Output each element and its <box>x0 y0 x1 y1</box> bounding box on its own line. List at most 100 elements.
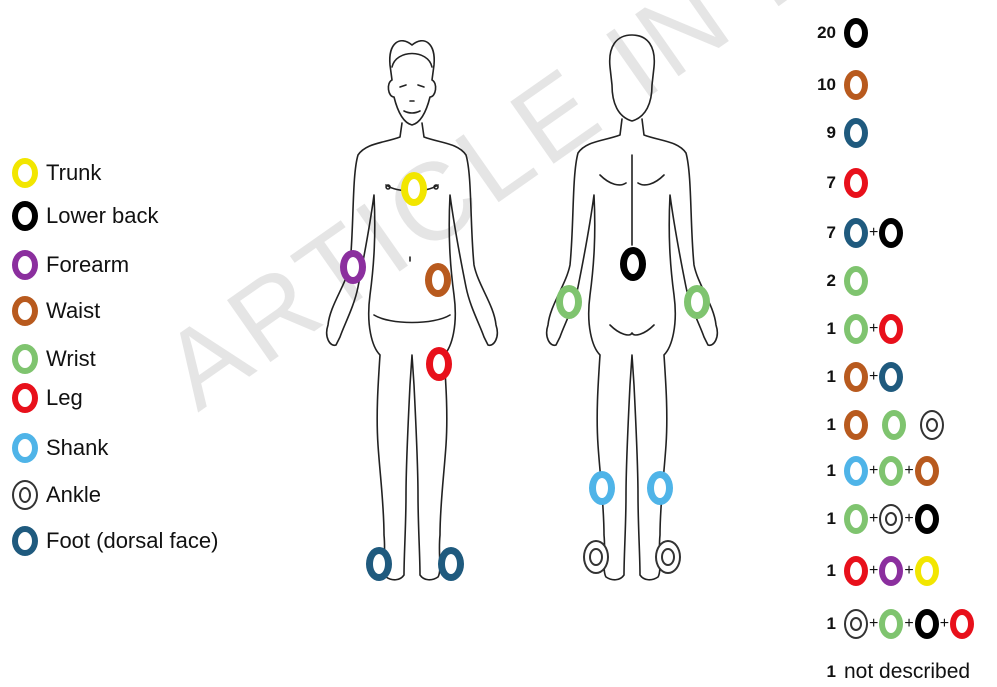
legend-label: Wrist <box>46 346 96 372</box>
ankle-sensor-marker <box>655 540 681 574</box>
wrist-ring-icon <box>844 504 868 534</box>
count-row: 1+++ <box>800 609 974 639</box>
leg-ring-icon <box>844 556 868 586</box>
legend-label: Forearm <box>46 252 129 278</box>
count-row: 2 <box>800 266 868 296</box>
foot-sensor-marker <box>438 547 464 581</box>
wrist-ring-icon <box>879 456 903 486</box>
plus-sign: + <box>904 462 913 480</box>
forearm-ring-icon <box>879 556 903 586</box>
ankle-sensor-marker <box>583 540 609 574</box>
plus-sign: + <box>869 462 878 480</box>
plus-sign: + <box>940 615 949 633</box>
waist-ring-icon <box>844 362 868 392</box>
ring-icon <box>12 383 38 413</box>
shank-ring-icon <box>844 456 868 486</box>
not-described-label: not described <box>844 660 970 684</box>
leg-ring-icon <box>844 168 868 198</box>
count-value: 1 <box>800 509 836 529</box>
ring-icon <box>12 158 38 188</box>
plus-sign: + <box>869 562 878 580</box>
ring-icon <box>12 250 38 280</box>
count-value: 20 <box>800 23 836 43</box>
count-row: 7+ <box>800 218 903 248</box>
legend-label: Lower back <box>46 203 159 229</box>
ankle-ring-icon <box>920 410 944 440</box>
count-value: 1 <box>800 461 836 481</box>
foot-ring-icon <box>844 118 868 148</box>
waist-ring-icon <box>844 70 868 100</box>
legend-item-trunk: Trunk <box>12 158 101 188</box>
ring-icon <box>12 526 38 556</box>
count-row: 20 <box>800 18 868 48</box>
legend-label: Trunk <box>46 160 101 186</box>
ring-icon <box>12 433 38 463</box>
count-value: 1 <box>800 561 836 581</box>
plus-sign: + <box>904 615 913 633</box>
plus-sign: + <box>869 224 878 242</box>
lower-back-ring-icon <box>915 609 939 639</box>
legend-label: Ankle <box>46 482 101 508</box>
legend-item-ankle: Ankle <box>12 480 101 510</box>
plus-sign: + <box>869 368 878 386</box>
plus-sign: + <box>869 320 878 338</box>
ring-icon <box>12 296 38 326</box>
count-row: 1 + + <box>800 504 939 534</box>
body-outline-figures <box>300 25 760 625</box>
legend-item-waist: Waist <box>12 296 100 326</box>
plus-sign: + <box>904 510 913 528</box>
legend-label: Shank <box>46 435 108 461</box>
shank-sensor-marker <box>647 471 673 505</box>
wrist-ring-icon <box>844 314 868 344</box>
count-value: 10 <box>800 75 836 95</box>
wrist-sensor-marker <box>684 285 710 319</box>
count-value: 1 <box>800 415 836 435</box>
foot-ring-icon <box>879 362 903 392</box>
count-row: 1 + + <box>800 556 939 586</box>
count-value: 1 <box>800 319 836 339</box>
count-row: 10 <box>800 70 868 100</box>
legend-label: Leg <box>46 385 83 411</box>
count-value: 9 <box>800 123 836 143</box>
body-figures <box>300 25 760 625</box>
front-body-figure <box>327 41 498 580</box>
legend-item-shank: Shank <box>12 433 108 463</box>
lower-back-ring-icon <box>879 218 903 248</box>
shank-sensor-marker <box>589 471 615 505</box>
lower-back-ring-icon <box>844 18 868 48</box>
leg-ring-icon <box>950 609 974 639</box>
legend-label: Foot (dorsal face) <box>46 528 218 554</box>
wrist-ring-icon <box>879 609 903 639</box>
count-value: 1 <box>800 367 836 387</box>
legend-item-foot: Foot (dorsal face) <box>12 526 218 556</box>
legend-item-lower-back: Lower back <box>12 201 159 231</box>
count-row: 1+ <box>800 314 903 344</box>
count-value: 2 <box>800 271 836 291</box>
leg-sensor-marker <box>426 347 452 381</box>
legend-item-leg: Leg <box>12 383 83 413</box>
plus-sign: + <box>869 510 878 528</box>
ring-icon <box>12 344 38 374</box>
count-value: 7 <box>800 173 836 193</box>
forearm-sensor-marker <box>340 250 366 284</box>
ankle-ring-icon <box>844 609 868 639</box>
wrist-ring-icon <box>882 410 906 440</box>
count-value: 7 <box>800 223 836 243</box>
waist-sensor-marker <box>425 263 451 297</box>
foot-sensor-marker <box>366 547 392 581</box>
double-ring-icon <box>12 480 38 510</box>
foot-ring-icon <box>844 218 868 248</box>
trunk-ring-icon <box>915 556 939 586</box>
plus-sign: + <box>869 615 878 633</box>
legend-label: Waist <box>46 298 100 324</box>
count-row: 1 + + <box>800 456 939 486</box>
count-row: 7 <box>800 168 868 198</box>
count-row: 9 <box>800 118 868 148</box>
waist-ring-icon <box>844 410 868 440</box>
wrist-sensor-marker <box>556 285 582 319</box>
waist-ring-icon <box>915 456 939 486</box>
plus-sign: + <box>904 562 913 580</box>
leg-ring-icon <box>879 314 903 344</box>
